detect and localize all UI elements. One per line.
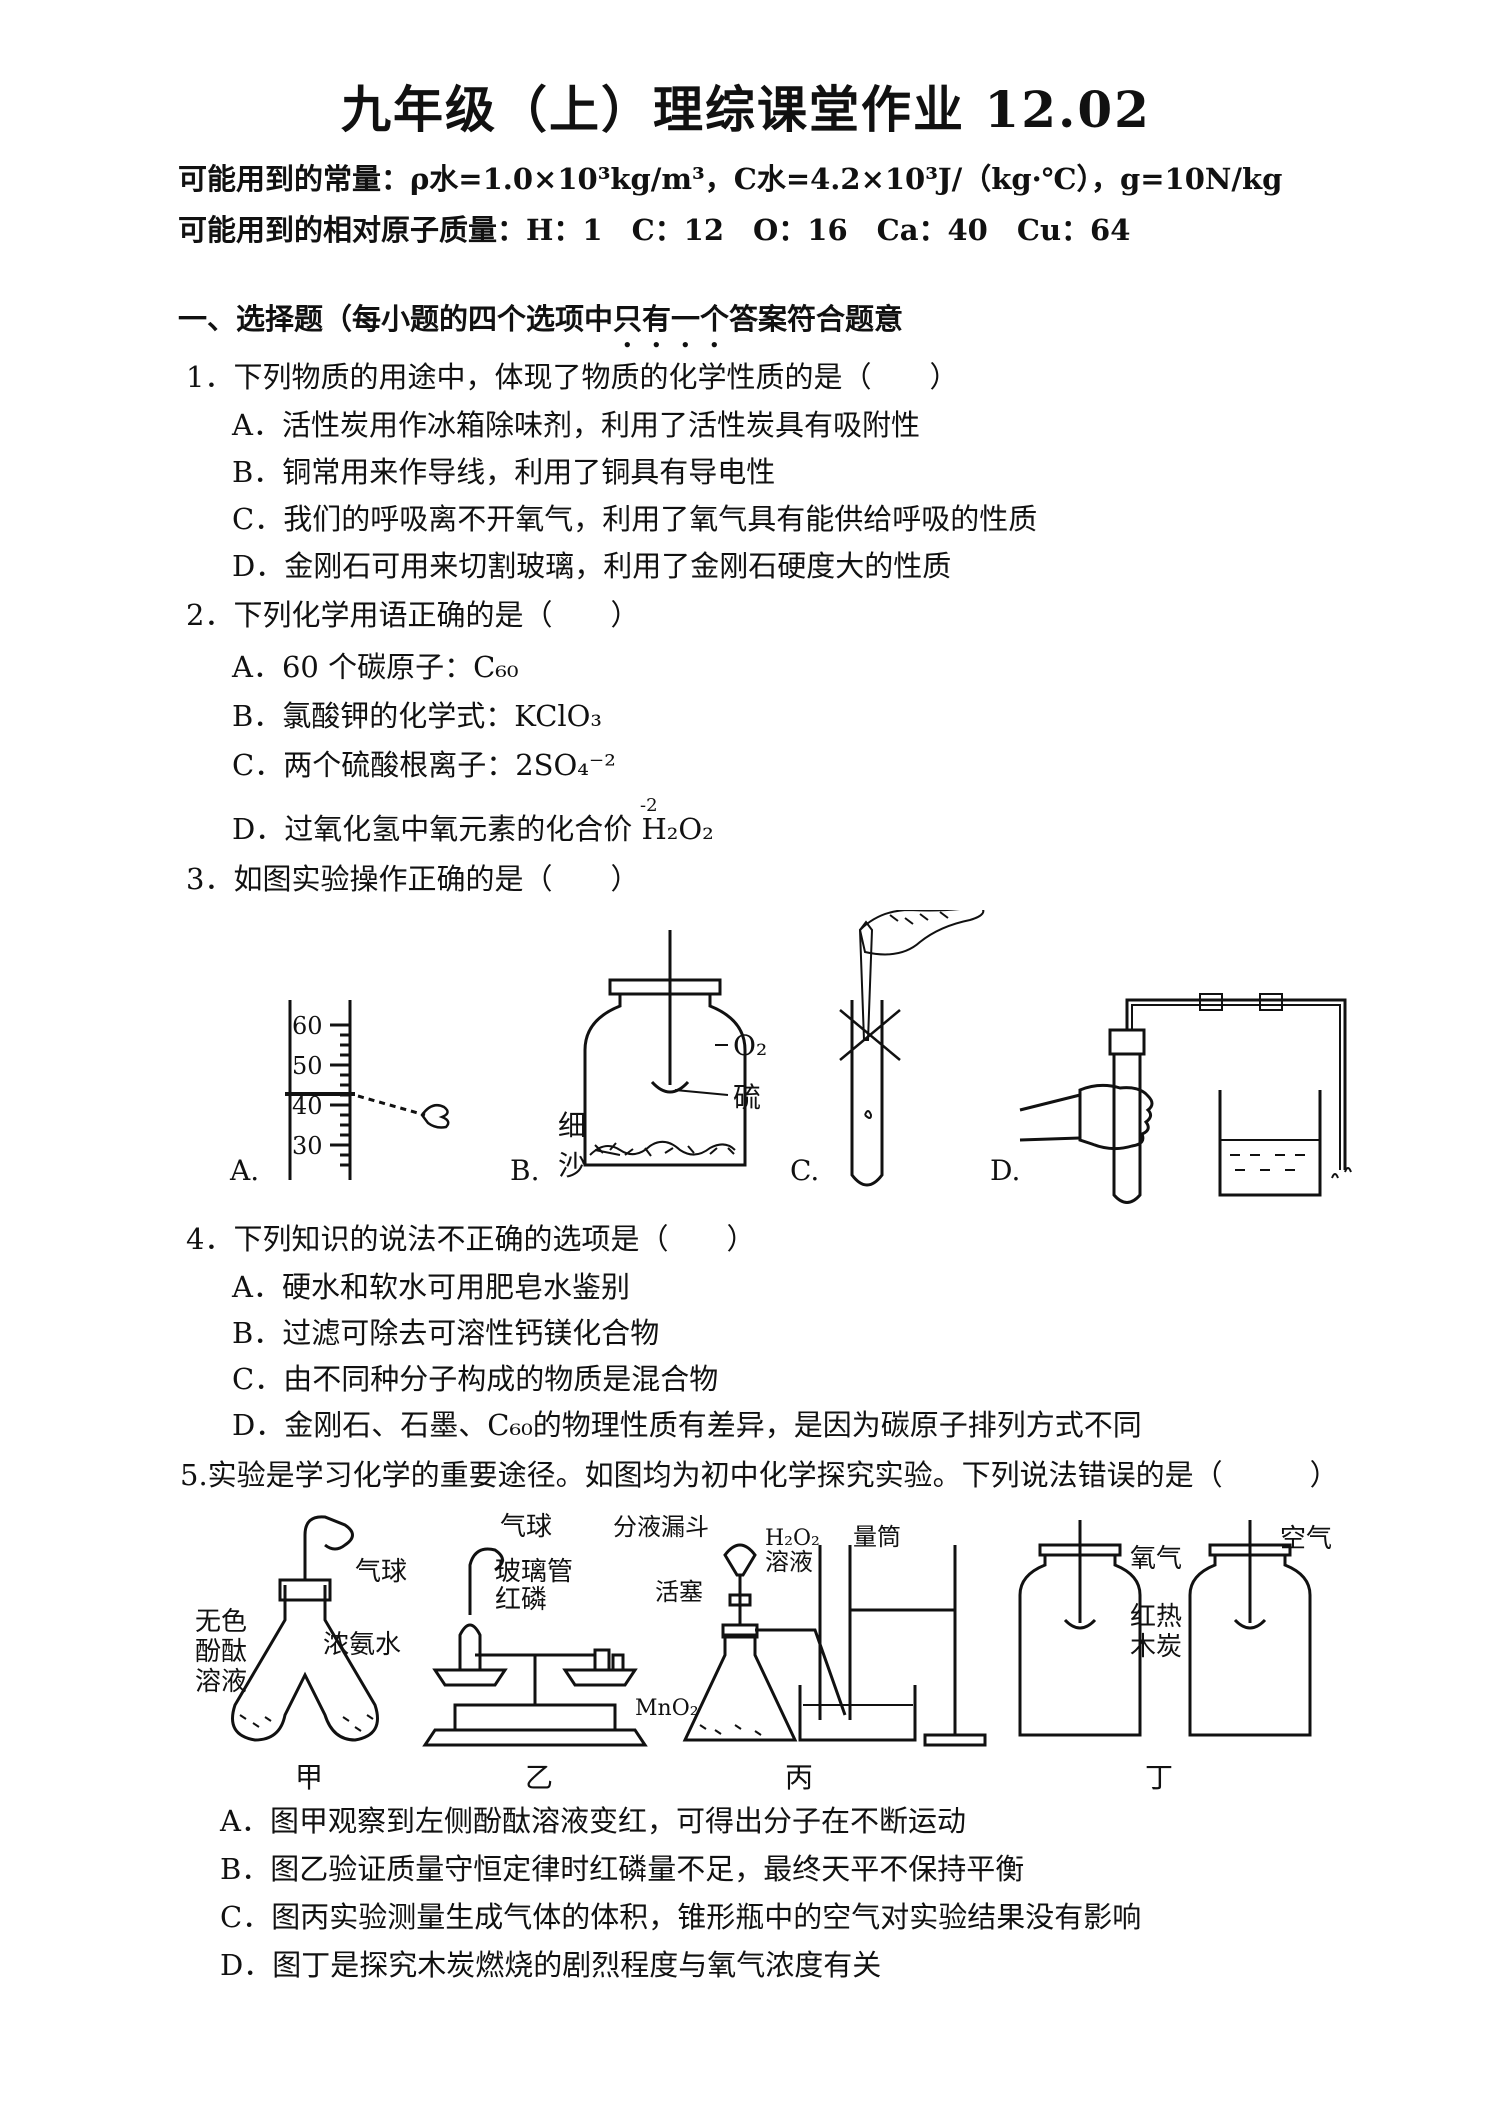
question-2-stem: 2．下列化学用语正确的是（ ） <box>186 598 640 632</box>
question-2-option-d: D．过氧化氢中氧元素的化合价 H₂O₂ <box>232 812 714 846</box>
constants-line: 可能用到的常量：ρ水=1.0×10³kg/m³，C水=4.2×10³J/（kg·… <box>178 162 1283 196</box>
label-phenol-3: 溶液 <box>195 1667 247 1697</box>
label-balloon-jia: 气球 <box>355 1557 407 1587</box>
figure-label-d: D. <box>990 1154 1020 1187</box>
label-glass-tube: 玻璃管 <box>495 1557 573 1587</box>
label-sand-2: 沙 <box>558 1149 586 1182</box>
label-bing: 丙 <box>785 1761 813 1794</box>
label-cylinder: 量筒 <box>853 1523 901 1551</box>
figure-label-c: C. <box>790 1154 819 1187</box>
section-heading-emphasis: 只有一个 <box>613 302 730 336</box>
label-ding: 丁 <box>1145 1761 1173 1794</box>
label-h2o2-solution: 溶液 <box>765 1548 813 1576</box>
label-sand-1: 细 <box>558 1109 586 1142</box>
cylinder-tick-60: 60 <box>292 1012 323 1040</box>
question-5-figure: 气球 无色 酚酞 溶液 浓氨水 甲 气球 玻璃管 红磷 乙 <box>195 1512 1332 1794</box>
dropper-test-tube-diagram <box>839 910 985 1187</box>
label-red-phosphorus: 红磷 <box>495 1585 547 1615</box>
question-4-option-b: B．过滤可除去可溶性钙镁化合物 <box>232 1316 660 1350</box>
question-4-stem: 4．下列知识的说法不正确的选项是（ ） <box>186 1222 756 1256</box>
label-o2: O₂ <box>733 1029 767 1062</box>
label-ammonia: 浓氨水 <box>323 1630 401 1660</box>
question-3-stem: 3．如图实验操作正确的是（ ） <box>186 862 640 896</box>
question-1-option-c: C．我们的呼吸离不开氧气，利用了氧气具有能供给呼吸的性质 <box>232 502 1038 536</box>
label-yi: 乙 <box>525 1761 553 1794</box>
question-2-option-c: C．两个硫酸根离子：2SO₄⁻² <box>232 748 616 782</box>
charcoal-combustion-diagram <box>1018 1520 1312 1737</box>
label-h2o2: H₂O₂ <box>765 1526 820 1551</box>
question-3-figure: 60 50 40 30 A. O₂ 硫 细 沙 B. <box>229 910 1352 1204</box>
sulfur-combustion-diagram <box>583 930 747 1167</box>
question-2-valence-mark: -2 <box>640 795 658 816</box>
question-5-option-c: C．图丙实验测量生成气体的体积，锥形瓶中的空气对实验结果没有影响 <box>220 1900 1142 1934</box>
question-5-option-d: D．图丁是探究木炭燃烧的剧烈程度与氧气浓度有关 <box>220 1948 882 1982</box>
graduated-cylinder-diagram <box>285 1000 450 1180</box>
label-jia: 甲 <box>295 1761 323 1794</box>
question-5-stem: 5.实验是学习化学的重要途径。如图均为初中化学探究实验。下列说法错误的是（ ） <box>180 1458 1339 1492</box>
question-1-option-d: D．金刚石可用来切割玻璃，利用了金刚石硬度大的性质 <box>232 549 952 583</box>
airtightness-check-diagram <box>1019 993 1352 1204</box>
label-charcoal-2: 木炭 <box>1130 1632 1182 1662</box>
label-charcoal-1: 红热 <box>1130 1602 1182 1632</box>
cylinder-tick-30: 30 <box>292 1132 323 1160</box>
label-air: 空气 <box>1280 1524 1332 1554</box>
section-heading: 一、选择题（每小题的四个选项中只有一个答案符合题意 <box>178 300 903 354</box>
question-1-stem: 1．下列物质的用途中，体现了物质的化学性质的是（ ） <box>186 360 959 394</box>
label-separatory-funnel: 分液漏斗 <box>613 1513 709 1541</box>
gas-volume-diagram <box>682 1543 987 1747</box>
question-5-option-a: A．图甲观察到左侧酚酞溶液变红，可得出分子在不断运动 <box>220 1804 966 1838</box>
section-heading-prefix: 一、选择题（每小题的四个选项中 <box>178 302 614 336</box>
cylinder-tick-40: 40 <box>292 1092 323 1120</box>
section-heading-suffix: 答案符合题意 <box>729 302 904 336</box>
label-balloon-yi: 气球 <box>500 1512 552 1542</box>
label-oxygen: 氧气 <box>1130 1544 1182 1574</box>
question-2-option-b: B．氯酸钾的化学式：KClO₃ <box>232 699 603 733</box>
label-phenol-1: 无色 <box>195 1607 247 1637</box>
label-mno2: MnO₂ <box>635 1696 699 1721</box>
cylinder-tick-50: 50 <box>292 1052 323 1080</box>
atomic-mass-line: 可能用到的相对原子质量：H：1 C：12 O：16 Ca：40 Cu：64 <box>178 213 1131 247</box>
question-1-option-a: A．活性炭用作冰箱除味剂，利用了活性炭具有吸附性 <box>232 408 920 442</box>
question-2-option-a: A．60 个碳原子：C₆₀ <box>232 650 519 684</box>
question-4-option-d: D．金刚石、石墨、C₆₀的物理性质有差异，是因为碳原子排列方式不同 <box>232 1408 1142 1442</box>
label-phenol-2: 酚酞 <box>195 1637 247 1667</box>
figure-label-a: A. <box>229 1154 259 1187</box>
label-sulfur: 硫 <box>733 1081 761 1114</box>
molecule-motion-diagram <box>231 1515 379 1742</box>
question-1-option-b: B．铜常用来作导线，利用了铜具有导电性 <box>232 455 776 489</box>
label-stopcock: 活塞 <box>655 1578 703 1606</box>
question-4-option-a: A．硬水和软水可用肥皂水鉴别 <box>232 1270 630 1304</box>
figure-label-b: B. <box>510 1154 539 1187</box>
page-title: 九年级（上）理综课堂作业 12.02 <box>341 80 1151 139</box>
mass-conservation-diagram <box>422 1547 648 1747</box>
question-4-option-c: C．由不同种分子构成的物质是混合物 <box>232 1362 719 1396</box>
question-5-option-b: B．图乙验证质量守恒定律时红磷量不足，最终天平不保持平衡 <box>220 1852 1025 1886</box>
